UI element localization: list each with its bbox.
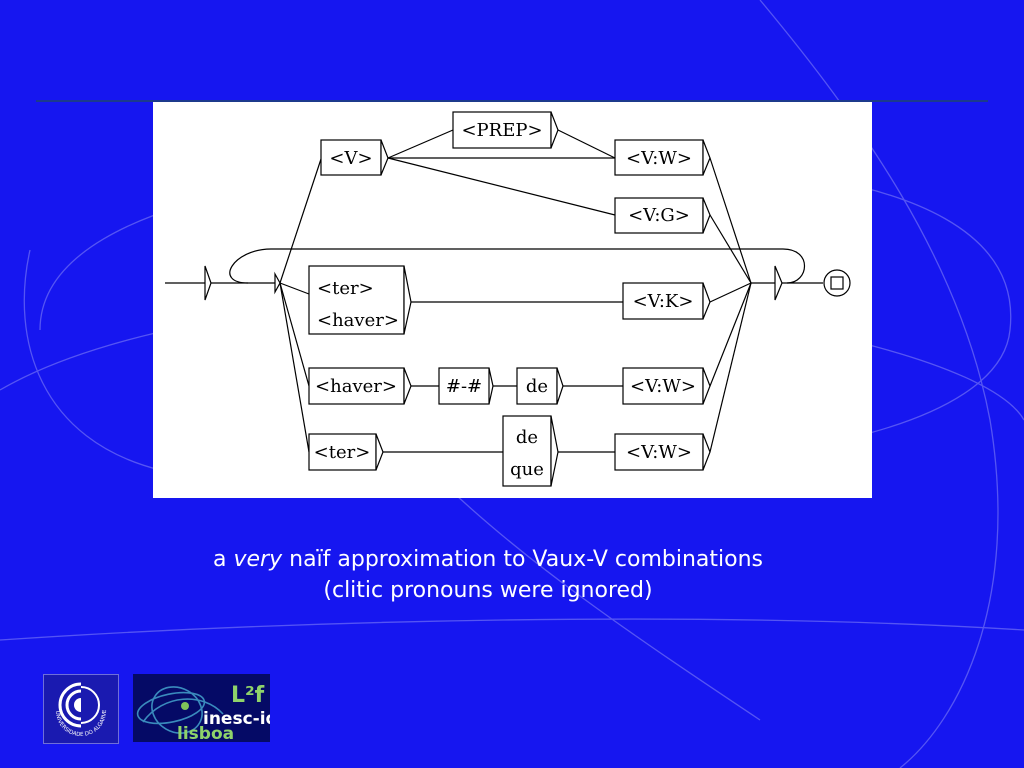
lisboa-label: lisboa xyxy=(177,724,234,742)
box-v: <V> xyxy=(329,148,372,169)
box-de-1: de xyxy=(526,376,548,397)
box-prep: <PREP> xyxy=(461,120,542,141)
box-vw-top: <V:W> xyxy=(626,148,692,169)
box-que: que xyxy=(510,459,544,480)
caption-prefix: a xyxy=(213,547,227,572)
box-haver-1: <haver> xyxy=(317,310,399,331)
caption-line-2: (clitic pronouns were ignored) xyxy=(323,578,653,603)
caption-line-1: a very naïf approximation to Vaux-V comb… xyxy=(0,544,976,575)
box-vw-bottom: <V:W> xyxy=(626,442,692,463)
caption-rest: naïf approximation to Vaux-V combination… xyxy=(289,547,763,572)
slide-caption: a very naïf approximation to Vaux-V comb… xyxy=(0,544,976,606)
box-de-2: de xyxy=(516,427,538,448)
university-algarve-logo: UNIVERSIDADE DO ALGARVE xyxy=(43,674,119,744)
box-haver-2: <haver> xyxy=(315,376,397,397)
ualg-emblem-icon: UNIVERSIDADE DO ALGARVE xyxy=(54,681,108,738)
grammar-graph-canvas: <V> <PREP> <V:W> <V:G> <ter> <haver> <V:… xyxy=(165,111,851,487)
inesc-id-lisboa-logo: L²f inesc-id lisboa xyxy=(133,674,278,744)
box-vg: <V:G> xyxy=(628,205,690,226)
l2f-label: L²f xyxy=(231,683,265,708)
grammar-graph: <V> <PREP> <V:W> <V:G> <ter> <haver> <V:… xyxy=(153,102,872,498)
box-vk: <V:K> xyxy=(633,291,694,312)
caption-emphasis: very xyxy=(233,547,283,572)
title-divider xyxy=(36,100,988,102)
box-ter-1: <ter> xyxy=(317,278,374,299)
box-ter-2: <ter> xyxy=(314,442,371,463)
box-word-boundary: #-# xyxy=(446,376,482,397)
box-vw-mid: <V:W> xyxy=(630,376,696,397)
inesc-id-label: inesc-id xyxy=(203,709,270,729)
l2f-orbit-icon: L²f inesc-id lisboa xyxy=(136,683,278,744)
